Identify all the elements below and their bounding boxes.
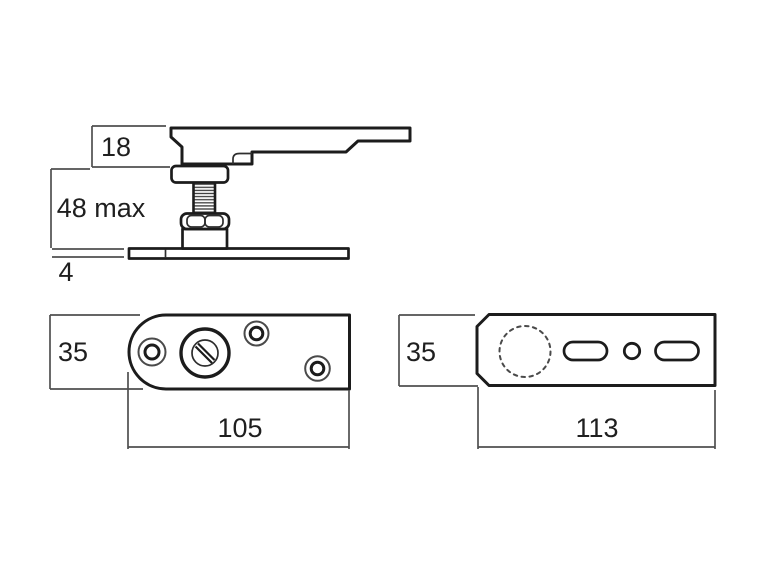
dim-label-plate-thickness: 4 xyxy=(58,257,73,287)
pivot-position-dashed-circle xyxy=(498,325,552,378)
pivot-boss xyxy=(179,327,231,379)
screw-hole-left xyxy=(143,343,161,361)
pivot-plate-plan-view: 35 105 xyxy=(49,313,351,449)
pivot-screw-slot-line-2 xyxy=(194,345,213,364)
adjustment-slot-left xyxy=(562,340,609,362)
dim-label-overall-height: 48 max xyxy=(57,193,146,223)
nut-facet-right xyxy=(204,214,224,228)
side-elevation-view: 18 48 max 4 xyxy=(50,125,412,287)
pivot-screw-head xyxy=(191,339,219,367)
screw-hole-right xyxy=(309,360,326,377)
spindle-flange xyxy=(170,164,230,184)
floor-plate xyxy=(127,247,350,260)
pivot-screw-slot-line-1 xyxy=(197,342,216,361)
dim-label-pivot-plate-length: 105 xyxy=(217,413,262,443)
dim-label-strap-plate-width: 35 xyxy=(406,337,436,367)
strap-plate-plan-view: 35 113 xyxy=(398,313,717,449)
screw-hole-right-ring xyxy=(304,355,331,382)
screw-hole-center xyxy=(622,341,642,361)
screw-hole-top xyxy=(248,325,265,342)
pivot-arm-outline xyxy=(169,126,412,166)
spindle-foot-block xyxy=(181,227,229,250)
screw-hole-left-ring xyxy=(137,337,167,367)
dim-label-pivot-plate-width: 35 xyxy=(58,337,88,367)
threaded-spindle xyxy=(192,180,217,217)
dim-label-arm-height: 18 xyxy=(101,132,131,162)
adjustment-slot-right xyxy=(654,340,700,362)
dim-label-strap-plate-length: 113 xyxy=(575,413,618,443)
arm-fillet-detail xyxy=(232,152,252,164)
pivot-plate-outline xyxy=(127,313,351,391)
screw-hole-top-ring xyxy=(243,320,270,347)
